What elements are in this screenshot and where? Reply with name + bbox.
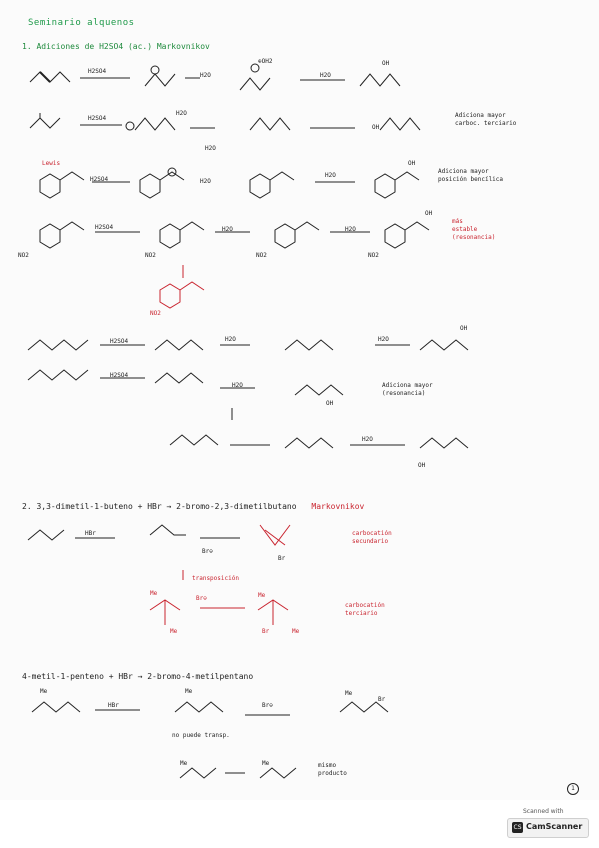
reagent-h2o: H2O (222, 226, 233, 233)
section-3-heading: 4-metil-1-penteno + HBr → 2-bromo-4-meti… (22, 672, 254, 681)
note-notrans: no puede transp. (172, 732, 230, 739)
reagent-hbr: HBr (108, 702, 119, 709)
note-tert: Adiciona mayor carboc. terciario (455, 112, 517, 127)
me-label: Me (150, 590, 158, 597)
me-label: Me (262, 760, 270, 767)
note-sec: carbocatión secundario (352, 530, 392, 545)
camscanner-watermark: Scanned with CS CamScanner (505, 808, 589, 838)
page-number: 1 (567, 783, 579, 795)
reagent-h2o: H2O (378, 336, 389, 343)
label-lewis: Lewis (42, 160, 61, 167)
oh-label: OH (382, 60, 390, 67)
oh2-plus: ⊕OH2 (258, 58, 273, 65)
label-no2: NO2 (18, 252, 29, 259)
reagent-hbr: HBr (85, 530, 96, 537)
reagent-h2so4: H2SO4 (110, 338, 129, 345)
alkene-row2 (29, 117, 61, 129)
oh-label: OH (418, 462, 426, 469)
note-producto: mismo producto (318, 762, 347, 777)
reagent-h2o: H2O (320, 72, 331, 79)
section-1-heading: 1. Adiciones de H2SO4 (ac.) Markovnikov (22, 42, 210, 51)
reagent-h2o: H2O (345, 226, 356, 233)
label-no2: NO2 (256, 252, 267, 259)
camscanner-badge: CS CamScanner (507, 818, 589, 838)
reagent-h2o: H2O (200, 72, 211, 79)
reagent-h2o: H2O (205, 145, 216, 152)
reagent-h2o: H2O (325, 172, 336, 179)
me-label: Me (180, 760, 188, 767)
alkene-row1 (29, 71, 71, 83)
oh-label: OH (326, 400, 334, 407)
scanned-with-label: Scanned with (523, 808, 564, 815)
oh-label: OH (372, 124, 380, 131)
oh-label: OH (460, 325, 468, 332)
section-2-heading: 2. 3,3-dimetil-1-buteno + HBr → 2-bromo-… (22, 502, 365, 511)
me-label: Me (258, 592, 266, 599)
me-label: Me (40, 688, 48, 695)
reagent-h2o: H2O (232, 382, 243, 389)
reagent-h2o: H2O (176, 110, 187, 117)
note-reson: Adiciona mayor (resonancia) (382, 382, 433, 397)
camscanner-label: CamScanner (526, 822, 583, 831)
reagent-h2so4: H2SO4 (95, 224, 114, 231)
me-label: Me (292, 628, 300, 635)
me-label: Me (170, 628, 178, 635)
note-mas: más estable (resonancia) (452, 218, 496, 241)
me-label: Me (345, 690, 353, 697)
benzene-ring-1 (39, 173, 61, 199)
br-label: Br (278, 555, 286, 562)
label-no2-resonance: NO2 (150, 310, 161, 317)
reagent-h2so4: H2SO4 (88, 68, 107, 75)
camscanner-logo-icon: CS (512, 822, 523, 833)
me-label: Me (185, 688, 193, 695)
oh-label: OH (425, 210, 433, 217)
br-minus: Br⊖ (262, 702, 273, 709)
reagent-h2so4: H2SO4 (88, 115, 107, 122)
reagent-h2o: H2O (362, 436, 373, 443)
transposicion: transposición (192, 575, 239, 582)
scanned-page: Seminario alquenos 1. Adiciones de H2SO4… (18, 18, 579, 795)
br-label: Br (378, 696, 386, 703)
label-no2: NO2 (368, 252, 379, 259)
reagent-h2so4: H2SO4 (90, 176, 109, 183)
br-minus: Br⊖ (202, 548, 213, 555)
br-label: Br (262, 628, 270, 635)
reagent-h2o: H2O (200, 178, 211, 185)
reagent-h2o: H2O (225, 336, 236, 343)
oh-label: OH (408, 160, 416, 167)
handwritten-structures (27, 63, 469, 779)
page-title: Seminario alquenos (28, 18, 135, 28)
br-minus: Br⊖ (196, 595, 207, 602)
label-no2: NO2 (145, 252, 156, 259)
note-benz: Adiciona mayor posición bencílica (438, 168, 504, 183)
reagent-h2so4: H2SO4 (110, 372, 129, 379)
note-tert: carbocatión terciario (345, 602, 385, 617)
